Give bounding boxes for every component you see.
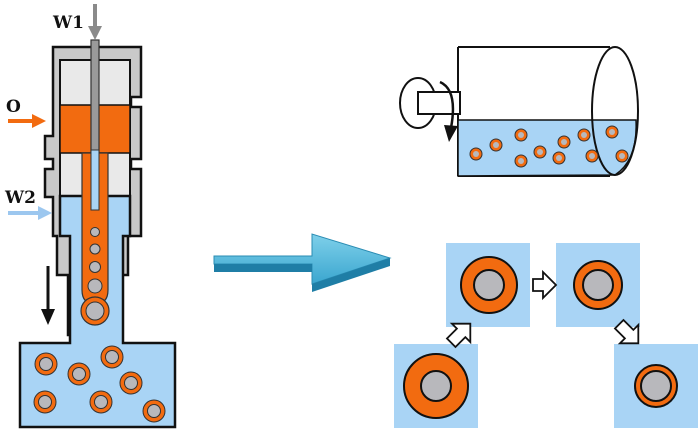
forming-droplet [89, 243, 101, 255]
tube-beads [469, 125, 629, 168]
detaching-droplet-core [85, 301, 105, 321]
rotation-arrow-icon [399, 77, 461, 142]
stage-4-thinnest-shell [614, 344, 698, 428]
rotating-tube [399, 46, 639, 177]
label-w2: W2 [4, 188, 36, 208]
capillary-device: W1 O W2 [4, 4, 177, 429]
hollow-down-right-arrow-icon [613, 318, 640, 345]
shell-thinning-sequence [394, 243, 698, 428]
down-arrow-icon [41, 266, 55, 325]
stage-2-medium-shell [446, 243, 530, 327]
hollow-right-arrow-icon [532, 269, 558, 301]
hollow-up-right-arrow-icon [445, 322, 472, 349]
w1-inlet-arrow-icon [88, 4, 102, 40]
tube-end-cap [591, 46, 639, 176]
process-block-arrow-icon [213, 233, 392, 292]
stage-3-thin-shell [556, 243, 640, 327]
o-inlet-arrow-icon [8, 114, 46, 128]
label-o: O [6, 97, 21, 117]
forming-droplet [90, 227, 100, 237]
label-w1: W1 [52, 13, 84, 33]
forming-droplet [89, 261, 101, 273]
stage-1-thick-shell [394, 344, 478, 428]
forming-droplet [87, 278, 103, 294]
w2-inlet-arrow-icon [8, 206, 52, 220]
collected-droplets [33, 345, 166, 423]
needle-core [90, 149, 100, 211]
